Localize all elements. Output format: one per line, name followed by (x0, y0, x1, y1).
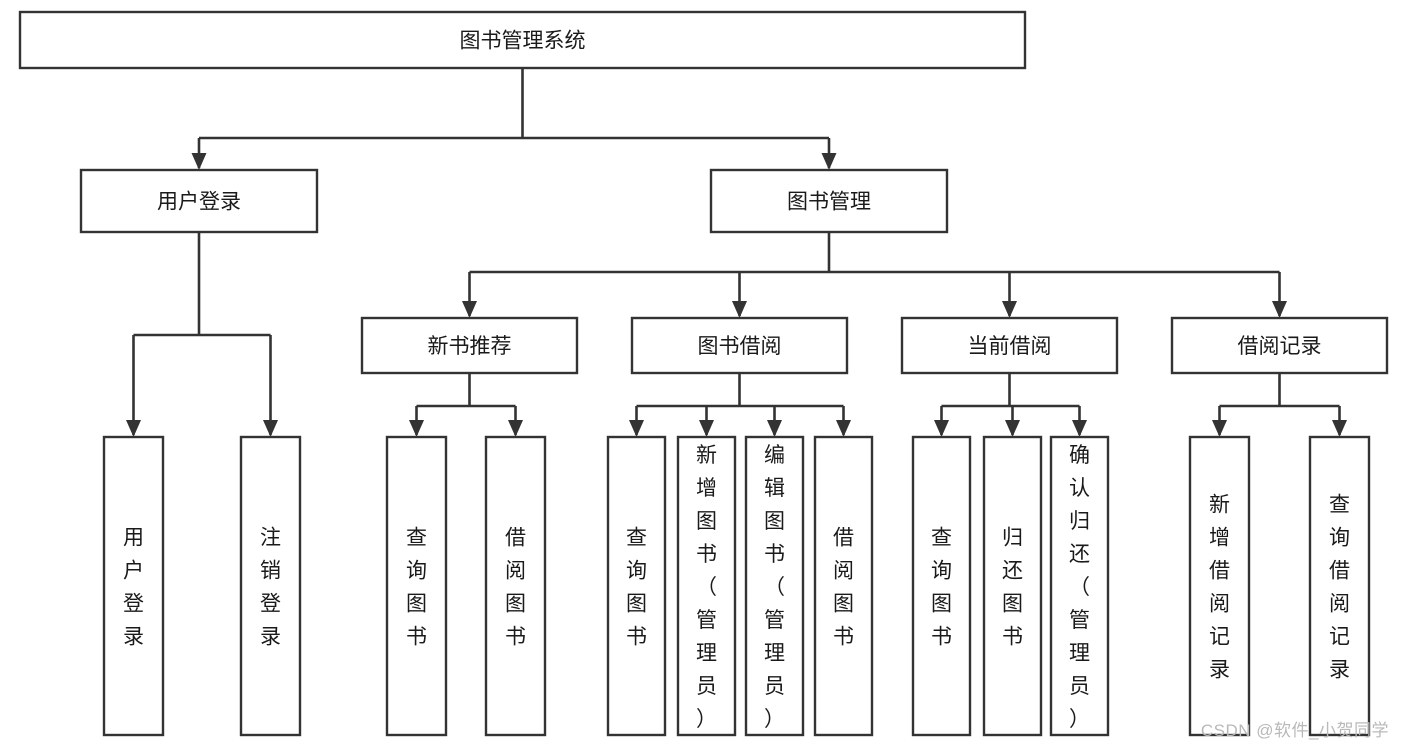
node-l-return-book-label: 归还图书 (1002, 527, 1023, 649)
node-l-borrow-book-1-rect (484, 435, 547, 737)
node-borrow-record-label: 借阅记录 (1238, 335, 1322, 358)
arrow-to-l-query-book-3 (934, 420, 949, 437)
node-l-query-book-1-label: 查询图书 (406, 527, 427, 649)
node-book-borrow-rect (630, 316, 849, 375)
node-leaf-user-login[interactable]: 用户登录 (102, 435, 165, 737)
arrow-to-leaf-user-logout (263, 420, 278, 437)
node-l-borrow-book-2[interactable]: 借阅图书 (813, 435, 874, 737)
node-l-query-book-2-rect (606, 435, 667, 737)
node-new-book-rec-rect (360, 316, 579, 375)
node-leaf-user-logout[interactable]: 注销登录 (239, 435, 302, 737)
node-l-query-record-rect (1308, 435, 1371, 737)
node-l-query-book-1-rect (385, 435, 448, 737)
node-current-borrow-label: 当前借阅 (968, 335, 1052, 358)
arrow-to-user-login (191, 153, 207, 170)
node-root-rect (18, 10, 1027, 70)
node-layer: 图书管理系统用户登录图书管理新书推荐图书借阅当前借阅借阅记录用户登录注销登录查询… (18, 10, 1389, 737)
node-l-add-record-label: 新增借阅记录 (1209, 494, 1230, 682)
node-l-query-book-2-label: 查询图书 (626, 527, 647, 649)
node-user-login-label: 用户登录 (157, 191, 241, 214)
connector-layer (126, 68, 1347, 437)
arrow-to-book-manage (821, 153, 837, 170)
node-l-return-book-rect (982, 435, 1043, 737)
node-root[interactable]: 图书管理系统 (18, 10, 1027, 70)
node-leaf-user-login-rect (102, 435, 165, 737)
node-new-book-rec-label: 新书推荐 (428, 335, 512, 358)
node-l-return-book[interactable]: 归还图书 (982, 435, 1043, 737)
node-borrow-record-rect (1170, 316, 1389, 375)
node-leaf-user-logout-rect (239, 435, 302, 737)
node-book-borrow[interactable]: 图书借阅 (630, 316, 849, 375)
node-book-manage-rect (709, 168, 949, 234)
arrow-to-l-confirm-return (1072, 420, 1087, 437)
node-l-query-book-2[interactable]: 查询图书 (606, 435, 667, 737)
node-l-edit-book-rect (744, 435, 805, 737)
node-root-label: 图书管理系统 (460, 30, 586, 53)
arrow-to-l-edit-book (767, 420, 782, 437)
arrow-to-book-borrow (732, 301, 747, 318)
node-l-query-book-3[interactable]: 查询图书 (911, 435, 972, 737)
node-l-confirm-return[interactable]: 确认归还（管理员） (1049, 435, 1110, 737)
node-l-borrow-book-1[interactable]: 借阅图书 (484, 435, 547, 737)
node-l-query-record[interactable]: 查询借阅记录 (1308, 435, 1371, 737)
arrow-to-l-return-book (1005, 420, 1020, 437)
arrow-to-l-borrow-book-1 (508, 420, 523, 437)
node-user-login-rect (79, 168, 319, 234)
node-l-query-book-1[interactable]: 查询图书 (385, 435, 448, 737)
arrow-to-l-query-record (1332, 420, 1347, 437)
node-current-borrow[interactable]: 当前借阅 (900, 316, 1119, 375)
node-l-query-record-label: 查询借阅记录 (1329, 494, 1350, 682)
node-l-add-book-rect (676, 435, 737, 737)
arrow-to-l-query-book-2 (629, 420, 644, 437)
arrow-to-current-borrow (1002, 301, 1017, 318)
arrow-to-borrow-record (1272, 301, 1287, 318)
node-l-add-record[interactable]: 新增借阅记录 (1188, 435, 1251, 737)
node-leaf-user-logout-label: 注销登录 (260, 527, 281, 649)
node-l-query-book-3-rect (911, 435, 972, 737)
arrow-to-l-add-book (699, 420, 714, 437)
node-l-borrow-book-2-rect (813, 435, 874, 737)
node-book-manage-label: 图书管理 (787, 191, 871, 214)
node-l-query-book-3-label: 查询图书 (931, 527, 952, 649)
node-l-edit-book[interactable]: 编辑图书（管理员） (744, 435, 805, 737)
node-book-borrow-label: 图书借阅 (698, 335, 782, 358)
node-current-borrow-rect (900, 316, 1119, 375)
arrow-to-l-borrow-book-2 (836, 420, 851, 437)
arrow-to-l-add-record (1212, 420, 1227, 437)
node-l-add-book[interactable]: 新增图书（管理员） (676, 435, 737, 737)
node-book-manage[interactable]: 图书管理 (709, 168, 949, 234)
node-l-edit-book-label: 编辑图书（管理员） (764, 444, 785, 731)
node-leaf-user-login-label: 用户登录 (123, 527, 144, 649)
node-user-login[interactable]: 用户登录 (79, 168, 319, 234)
arrow-to-leaf-user-login (126, 420, 141, 437)
arrow-to-l-query-book-1 (409, 420, 424, 437)
node-l-add-book-label: 新增图书（管理员） (696, 444, 717, 731)
node-l-confirm-return-label: 确认归还（管理员） (1069, 444, 1090, 731)
node-l-confirm-return-rect (1049, 435, 1110, 737)
node-l-add-record-rect (1188, 435, 1251, 737)
arrow-to-new-book-rec (462, 301, 477, 318)
node-new-book-rec[interactable]: 新书推荐 (360, 316, 579, 375)
node-l-borrow-book-2-label: 借阅图书 (833, 527, 854, 649)
node-borrow-record[interactable]: 借阅记录 (1170, 316, 1389, 375)
node-l-borrow-book-1-label: 借阅图书 (505, 527, 526, 649)
